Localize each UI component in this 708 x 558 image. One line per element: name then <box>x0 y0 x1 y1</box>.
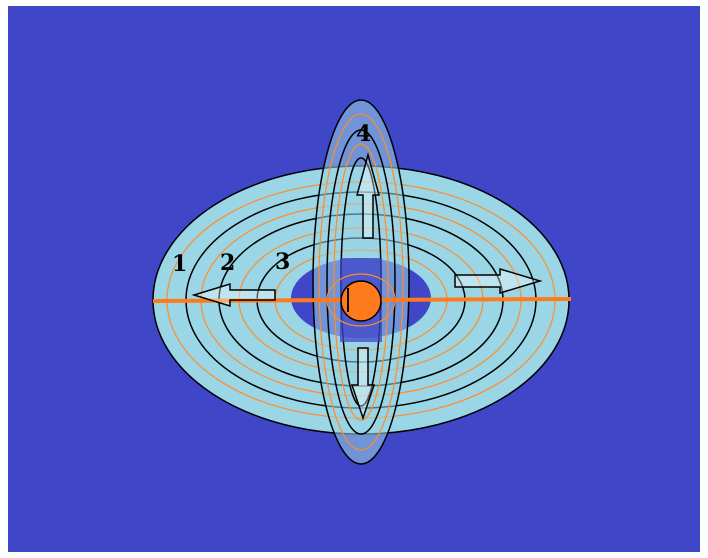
label-2: 2 <box>220 250 235 276</box>
label-3: 3 <box>275 249 290 275</box>
label-4: 4 <box>356 121 371 147</box>
label-1: 1 <box>172 251 187 277</box>
